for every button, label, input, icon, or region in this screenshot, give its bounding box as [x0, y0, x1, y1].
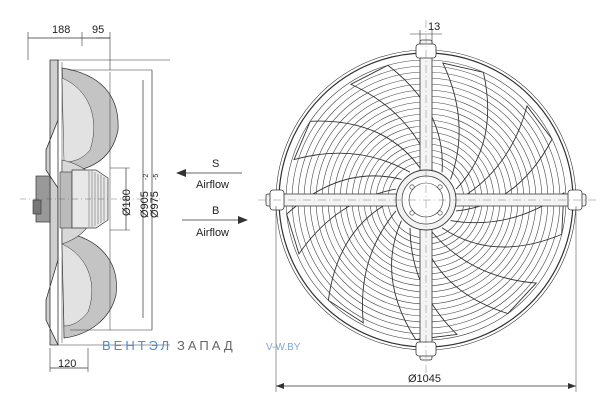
watermark-site: V-W.BY	[266, 342, 301, 353]
fan-blade	[391, 220, 458, 341]
airflow-b-label: B	[212, 205, 219, 217]
fan-blade	[419, 231, 538, 315]
watermark-brand-part2: ЗАПАД	[177, 338, 236, 353]
dim-13: 13	[428, 21, 440, 33]
fan-blade	[441, 191, 565, 248]
fan-blade	[442, 62, 489, 190]
dim-95: 95	[92, 24, 104, 36]
airflow-legend: S Airflow B Airflow	[176, 158, 248, 239]
dim-dia-905: Ø905	[139, 191, 151, 218]
front-view: 13	[258, 20, 596, 392]
watermark-brand-part1: ВЕНТЭЛ	[102, 338, 172, 353]
side-view: 188 95 Ø180 Ø905	[20, 24, 170, 372]
dim-dia-975-tol: -5	[153, 174, 160, 180]
fan-blade	[293, 120, 421, 173]
airflow-s-text: Airflow	[196, 179, 229, 191]
dim-dia-180: Ø180	[121, 189, 133, 216]
watermark: ВЕНТЭЛ ЗАПАД V-W.BY	[102, 338, 301, 353]
dim-188: 188	[52, 24, 70, 36]
dim-120: 120	[58, 358, 76, 370]
dim-dia-905-tol: -2	[143, 174, 150, 180]
fan-blade	[349, 64, 443, 173]
fan-blade	[327, 199, 397, 324]
airflow-s-label: S	[212, 158, 219, 170]
dim-dia-1045: Ø1045	[408, 373, 441, 385]
airflow-b-text: Airflow	[196, 227, 229, 239]
dim-dia-975: Ø975	[149, 191, 161, 218]
